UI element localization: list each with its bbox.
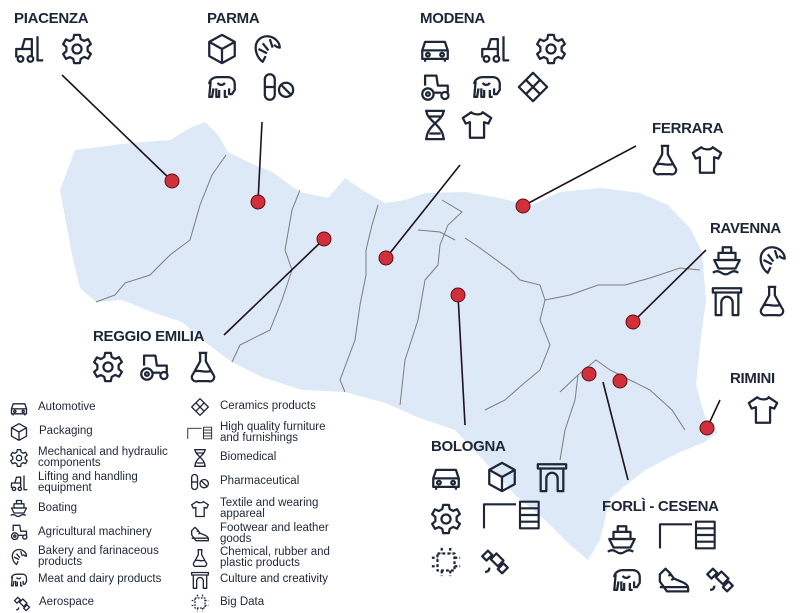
ship-icon (710, 243, 744, 277)
marker-piacenza[interactable] (164, 173, 180, 189)
marker-bologna[interactable] (450, 287, 466, 303)
shoe-icon (190, 524, 210, 544)
ship-icon (605, 522, 639, 556)
dna-icon (190, 448, 210, 468)
tractor-icon (9, 522, 29, 542)
city-label-parma: PARMA (207, 10, 260, 27)
legend-label: Footwear and leather goods (220, 522, 329, 545)
tractor-icon (137, 350, 171, 384)
shirt-icon (746, 393, 780, 427)
satellite-icon (12, 594, 32, 613)
arch-icon (535, 460, 569, 494)
marker-modena[interactable] (378, 250, 394, 266)
marker-ravenna[interactable] (625, 314, 641, 330)
city-label-ravenna: RAVENNA (710, 220, 781, 237)
furniture-icon (480, 498, 544, 532)
gear-icon (91, 350, 125, 384)
cow-icon (610, 563, 644, 597)
flask-icon (190, 548, 210, 568)
marker-parma[interactable] (250, 194, 266, 210)
cow-icon (205, 70, 239, 104)
satellite-icon (703, 563, 737, 597)
box-icon (9, 422, 29, 442)
marker-rimini[interactable] (699, 420, 715, 436)
croissant-icon (250, 32, 284, 66)
chip-icon (190, 593, 210, 613)
dna-icon (418, 108, 452, 142)
legend-label: Lifting and handling equipment (38, 471, 138, 494)
shoe-icon (657, 563, 691, 597)
car-icon (9, 398, 29, 418)
legend-label: Big Data (220, 596, 265, 608)
chip-icon (429, 545, 463, 579)
arch-icon (710, 284, 744, 318)
arch-icon (190, 570, 210, 590)
city-label-bologna: BOLOGNA (431, 438, 506, 455)
tiles-icon (190, 397, 210, 417)
emilia-romagna-outline (60, 122, 718, 560)
satellite-icon (478, 545, 512, 579)
legend-label: Boating (38, 502, 78, 514)
legend-label: Biomedical (220, 451, 277, 463)
city-label-forli-cesena: FORLÌ - CESENA (602, 498, 719, 515)
box-icon (485, 460, 519, 494)
ship-icon (9, 498, 29, 518)
legend-label: Culture and creativity (220, 573, 329, 585)
car-icon (418, 32, 452, 66)
shirt-icon (190, 499, 210, 519)
forklift-icon (478, 32, 512, 66)
legend-label: Ceramics products (220, 400, 316, 412)
city-label-modena: MODENA (420, 10, 485, 27)
city-label-reggio-emilia: REGGIO EMILIA (93, 328, 205, 345)
legend-label: Automotive (38, 401, 96, 413)
marker-cesena[interactable] (612, 373, 628, 389)
marker-reggio-emilia[interactable] (316, 231, 332, 247)
legend-label: Aerospace (39, 596, 94, 608)
legend-label: Textile and wearing appareal (220, 497, 319, 520)
tiles-icon (516, 70, 550, 104)
shirt-icon (690, 143, 724, 177)
marker-ferrara[interactable] (515, 198, 531, 214)
pills-icon (190, 472, 210, 492)
croissant-icon (755, 243, 789, 277)
legend-label: Agricultural machinery (38, 526, 152, 538)
tractor-icon (418, 70, 452, 104)
forklift-icon (12, 32, 46, 66)
car-icon (429, 460, 463, 494)
forklift-icon (9, 473, 29, 493)
cow-icon (470, 70, 504, 104)
croissant-icon (9, 547, 29, 567)
city-markers (164, 173, 715, 436)
shirt-icon (460, 108, 494, 142)
gear-icon (60, 32, 94, 66)
flask-icon (755, 284, 789, 318)
legend-label: Meat and dairy products (38, 573, 162, 585)
marker-forli[interactable] (581, 366, 597, 382)
city-label-rimini: RIMINI (730, 370, 775, 387)
furniture-icon (656, 518, 720, 552)
gear-icon (534, 32, 568, 66)
gear-icon (429, 502, 463, 536)
legend-label: Pharmaceutical (220, 475, 300, 487)
legend-label: Chemical, rubber and plastic products (220, 546, 330, 569)
gear-icon (9, 448, 29, 468)
legend-label: Bakery and farinaceous products (38, 545, 159, 568)
box-icon (205, 32, 239, 66)
province-borders (95, 154, 701, 461)
flask-icon (648, 143, 682, 177)
pills-icon (262, 70, 296, 104)
legend-label: High quality furniture and furnishings (220, 421, 326, 444)
city-label-ferrara: FERRARA (652, 120, 724, 137)
legend-label: Packaging (39, 425, 93, 437)
flask-icon (186, 350, 220, 384)
city-label-piacenza: PIACENZA (14, 10, 89, 27)
leader-lines (61, 74, 721, 481)
cow-icon (9, 570, 29, 590)
legend-label: Mechanical and hydraulic components (38, 446, 168, 469)
furniture-icon (186, 423, 214, 443)
